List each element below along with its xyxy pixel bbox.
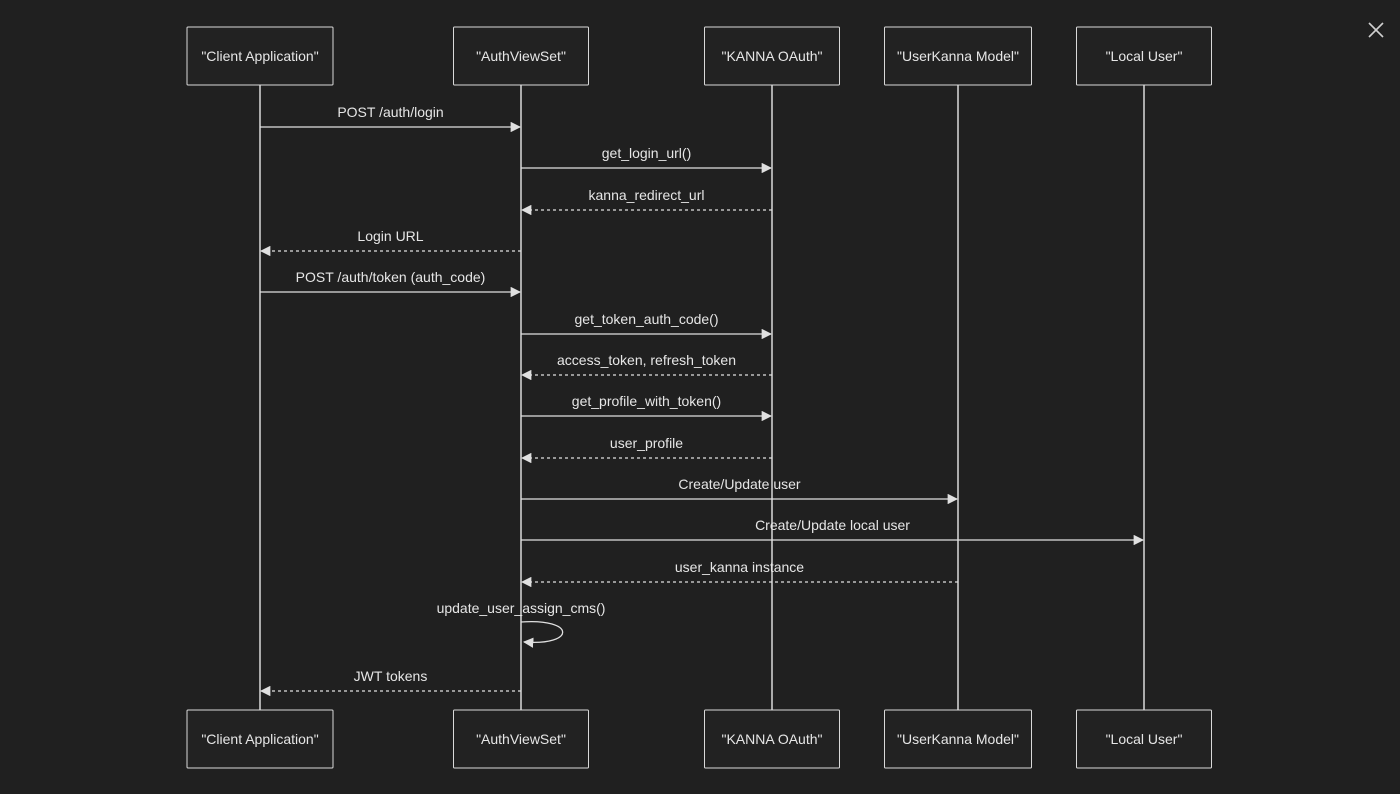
message-3: kanna_redirect_url (520, 187, 772, 216)
actor-client-bottom: "Client Application" (186, 709, 334, 769)
actor-label: "Client Application" (201, 48, 318, 64)
actor-localuser-bottom: "Local User" (1076, 709, 1212, 769)
message-4: Login URL (259, 228, 521, 257)
message-label: JWT tokens (354, 668, 428, 684)
message-label: Create/Update local user (755, 517, 910, 533)
actor-box-rect (186, 709, 334, 769)
message-13: update_user_assign_cms() (437, 600, 606, 648)
actor-box-rect (1076, 709, 1212, 769)
close-button[interactable] (1362, 16, 1390, 44)
message-12: user_kanna instance (520, 559, 958, 588)
actor-label: "KANNA OAuth" (722, 48, 823, 64)
message-1: POST /auth/login (260, 104, 522, 133)
actor-box-rect (884, 26, 1032, 86)
close-icon (1368, 22, 1384, 38)
message-label: get_login_url() (602, 145, 692, 161)
message-label: user_kanna instance (675, 559, 804, 575)
actor-authviewset-top: "AuthViewSet" (453, 26, 589, 86)
actor-userkanna-bottom: "UserKanna Model" (884, 709, 1032, 769)
actor-label: "Local User" (1106, 731, 1183, 747)
message-6: get_token_auth_code() (521, 311, 773, 340)
actor-box-rect (1076, 26, 1212, 86)
message-9: user_profile (520, 435, 772, 464)
message-7: access_token, refresh_token (520, 352, 772, 381)
message-label: POST /auth/login (337, 104, 443, 120)
actor-kanna-bottom: "KANNA OAuth" (704, 709, 840, 769)
message-10: Create/Update user (521, 476, 959, 505)
message-label: POST /auth/token (auth_code) (296, 269, 486, 285)
actor-authviewset-bottom: "AuthViewSet" (453, 709, 589, 769)
actor-kanna-top: "KANNA OAuth" (704, 26, 840, 86)
message-label: Create/Update user (678, 476, 801, 492)
message-label: get_token_auth_code() (575, 311, 719, 327)
actor-label: "AuthViewSet" (476, 48, 566, 64)
actor-userkanna-top: "UserKanna Model" (884, 26, 1032, 86)
message-2: get_login_url() (521, 145, 773, 174)
actor-box-rect (704, 26, 840, 86)
actor-box-rect (884, 709, 1032, 769)
actor-localuser-top: "Local User" (1076, 26, 1212, 86)
message-label: kanna_redirect_url (589, 187, 705, 203)
message-11: Create/Update local user (521, 517, 1145, 546)
message-label: user_profile (610, 435, 683, 451)
actor-label: "UserKanna Model" (897, 48, 1019, 64)
actor-box-rect (453, 709, 589, 769)
message-label: Login URL (357, 228, 423, 244)
actor-label: "Client Application" (201, 731, 318, 747)
message-14: JWT tokens (259, 668, 521, 697)
message-5: POST /auth/token (auth_code) (260, 269, 522, 298)
actor-label: "AuthViewSet" (476, 731, 566, 747)
actor-label: "UserKanna Model" (897, 731, 1019, 747)
actor-label: "KANNA OAuth" (722, 731, 823, 747)
actor-label: "Local User" (1106, 48, 1183, 64)
actor-box-rect (186, 26, 334, 86)
actor-box-rect (453, 26, 589, 86)
message-label: get_profile_with_token() (572, 393, 721, 409)
message-8: get_profile_with_token() (521, 393, 773, 422)
message-label: access_token, refresh_token (557, 352, 736, 368)
actor-client-top: "Client Application" (186, 26, 334, 86)
message-label: update_user_assign_cms() (437, 600, 606, 616)
self-message-arrow (520, 620, 564, 648)
actor-box-rect (704, 709, 840, 769)
